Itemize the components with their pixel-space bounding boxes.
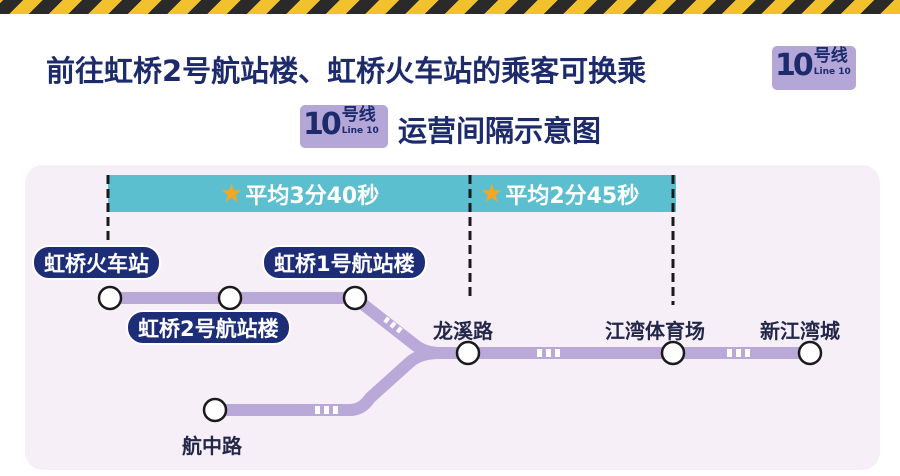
interval-label: 平均2分45秒: [505, 184, 640, 209]
station-dot: [455, 340, 481, 366]
badge-number: 10: [303, 107, 342, 142]
station-dot: [217, 285, 243, 311]
badge-hanzi: 号线: [813, 46, 848, 66]
station-longxi-road: 龙溪路: [433, 319, 493, 343]
station-dot: [660, 340, 686, 366]
ellipsis-marks: [315, 316, 750, 414]
interval-2: ★平均2分45秒: [480, 178, 639, 210]
dashed-markers: [106, 175, 675, 305]
badge-english: Line 10: [341, 126, 379, 136]
interval-bar: [108, 175, 676, 212]
line10-track: [110, 292, 810, 416]
station-hongqiao-railway: 虹桥火车站: [32, 245, 161, 280]
badge-english: Line 10: [813, 67, 851, 77]
station-jiangwan-stadium: 江湾体育场: [605, 319, 705, 343]
station-dot: [202, 397, 228, 423]
station-dot: [97, 285, 123, 311]
badge-hanzi: 号线: [341, 105, 376, 125]
interval-label: 平均3分40秒: [245, 184, 380, 209]
station-hongqiao-t2: 虹桥2号航站楼: [126, 310, 291, 345]
star-icon: ★: [220, 179, 244, 209]
station-dots: [97, 285, 823, 423]
interval-1: ★平均3分40秒: [220, 178, 379, 210]
star-icon: ★: [480, 179, 504, 209]
title-line2: 运营间隔示意图: [398, 114, 602, 148]
station-hongqiao-t1: 虹桥1号航站楼: [262, 245, 427, 280]
station-xinjiangwan-city: 新江湾城: [760, 319, 840, 343]
station-dot: [797, 340, 823, 366]
hazard-stripe-banner: [0, 0, 900, 14]
title-line1: 前往虹桥2号航站楼、虹桥火车站的乘客可换乘: [46, 54, 647, 88]
badge-number: 10: [775, 48, 814, 83]
station-dot: [342, 285, 368, 311]
branch-track: [215, 347, 441, 416]
station-hangzhong-road: 航中路: [182, 434, 242, 458]
